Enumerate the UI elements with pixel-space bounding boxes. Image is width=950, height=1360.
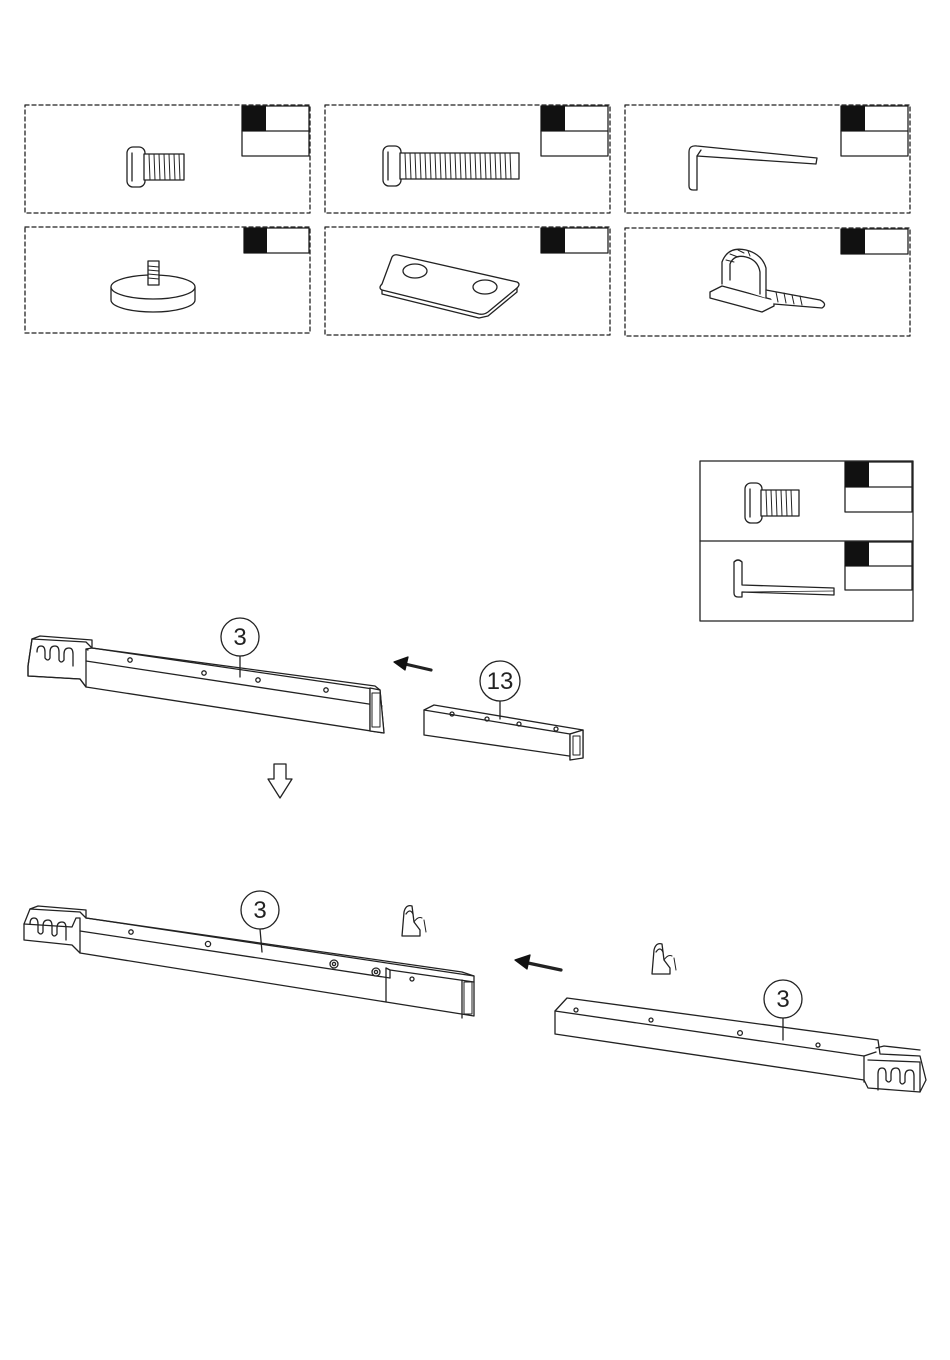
part-quantity-box bbox=[841, 229, 908, 254]
parts-cell-connector-plate bbox=[325, 227, 610, 335]
cable-clip-icon bbox=[710, 249, 825, 312]
parts-cell-foot-pad bbox=[25, 227, 310, 333]
parts-cell-cable-clip bbox=[625, 228, 910, 336]
part-quantity-box bbox=[242, 106, 309, 156]
down-arrow-icon bbox=[268, 764, 292, 798]
part-quantity-box bbox=[845, 542, 912, 590]
part-quantity-box bbox=[541, 228, 608, 253]
part-quantity-box bbox=[244, 228, 309, 253]
callout-label: 3 bbox=[253, 897, 266, 924]
part-quantity-box bbox=[845, 462, 912, 512]
parts-cell-allen-key bbox=[625, 105, 910, 213]
part-id-badge bbox=[541, 228, 565, 253]
cable-clip-small-icon bbox=[402, 906, 426, 936]
step-parts-box bbox=[700, 461, 913, 621]
callout-insert-tube: 13 bbox=[480, 661, 520, 719]
insert-tube-13 bbox=[424, 705, 583, 760]
allen-key-icon bbox=[689, 146, 817, 190]
part-id-badge bbox=[244, 228, 267, 253]
beam-3-upper bbox=[28, 636, 384, 733]
part-id-badge bbox=[841, 106, 865, 131]
parts-cell-screw-short bbox=[25, 105, 310, 213]
part-id-badge bbox=[242, 106, 266, 131]
part-id-badge bbox=[541, 106, 565, 131]
move-arrow-icon bbox=[394, 657, 431, 670]
callout-label: 3 bbox=[233, 624, 246, 651]
parts-grid bbox=[25, 105, 910, 336]
beam-3-right bbox=[555, 998, 926, 1092]
short-bolt-icon bbox=[127, 147, 184, 187]
part-id-badge bbox=[845, 462, 869, 487]
move-arrow-icon bbox=[515, 955, 561, 970]
foot-pad-icon bbox=[111, 261, 195, 312]
connector-plate-icon bbox=[380, 255, 519, 318]
long-bolt-icon bbox=[383, 146, 519, 186]
cable-clip-small-icon bbox=[652, 944, 676, 974]
callout-label: 13 bbox=[487, 668, 514, 695]
callout-label: 3 bbox=[776, 986, 789, 1013]
part-id-badge bbox=[841, 229, 865, 254]
part-id-badge bbox=[845, 542, 869, 566]
parts-cell-screw-long bbox=[325, 105, 610, 213]
part-quantity-box bbox=[541, 106, 608, 156]
part-quantity-box bbox=[841, 106, 908, 156]
